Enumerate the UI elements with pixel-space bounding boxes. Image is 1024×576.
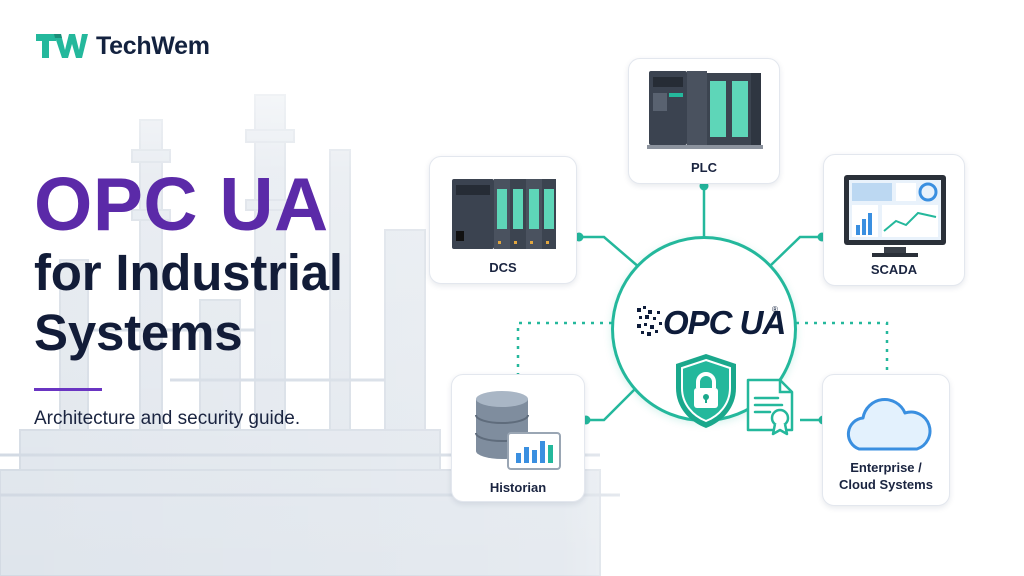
page-description: Architecture and security guide. (34, 408, 301, 429)
techwem-logo-icon (36, 34, 88, 58)
certificate-icon (746, 378, 794, 436)
brand-logo[interactable]: TechWem (34, 30, 210, 62)
scada-monitor-icon (844, 175, 946, 257)
dcs-icon (452, 179, 556, 249)
node-card-scada[interactable]: SCADA (823, 154, 965, 286)
node-label-plc: PLC (691, 160, 717, 175)
database-icon (475, 391, 561, 470)
cloud-icon (846, 398, 932, 451)
node-card-dcs[interactable]: DCS (429, 156, 577, 284)
hub-label: OPC UA (663, 304, 786, 341)
shield-lock-icon (676, 354, 736, 428)
opc-ua-swirl-icon (637, 306, 662, 336)
hero-title-block: OPC UA for Industrial Systems (34, 165, 434, 363)
page-title: OPC UA (34, 162, 329, 246)
brand-name: TechWem (96, 31, 210, 60)
hub-registered-mark: ® (772, 305, 778, 314)
node-card-cloud[interactable]: Enterprise / Cloud Systems (822, 374, 950, 506)
plc-icon (647, 71, 763, 149)
accent-divider (34, 388, 102, 391)
node-label-cloud: Enterprise / Cloud Systems (839, 460, 933, 492)
node-card-plc[interactable]: PLC (628, 58, 780, 184)
node-label-scada: SCADA (870, 262, 918, 277)
node-card-historian[interactable]: Historian (451, 374, 585, 502)
page-subtitle: for Industrial Systems (34, 244, 343, 361)
node-label-historian: Historian (489, 480, 547, 495)
node-label-dcs: DCS (489, 260, 517, 275)
